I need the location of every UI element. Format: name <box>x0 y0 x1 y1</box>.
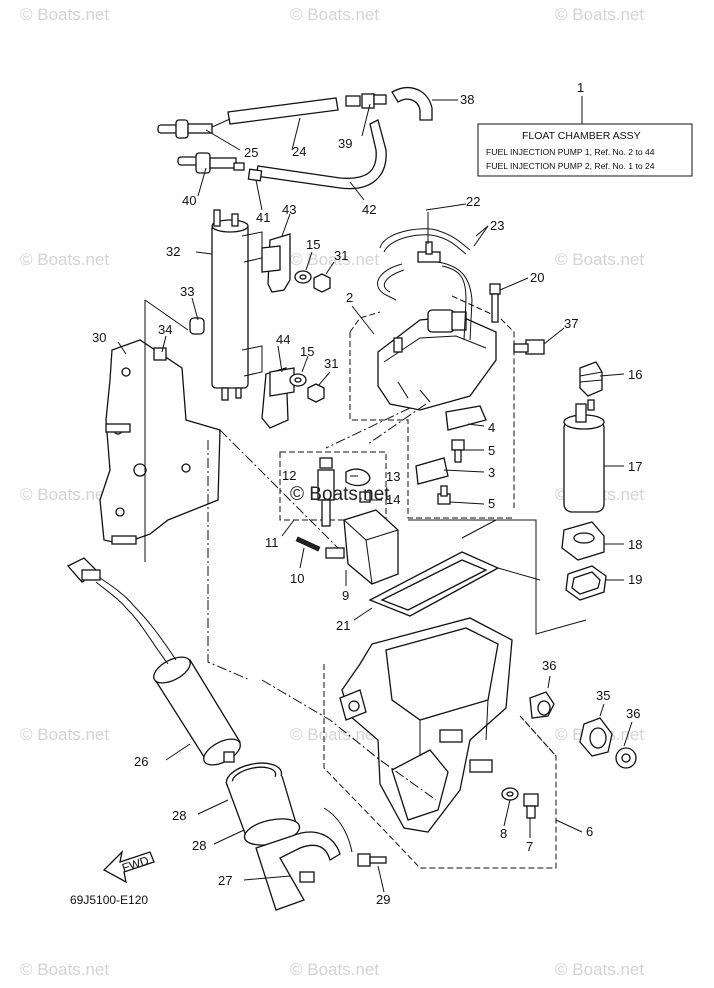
callout-10: 10 <box>290 571 304 586</box>
low-pressure-pump <box>66 557 241 766</box>
watermark: © Boats.net <box>290 960 379 979</box>
callout-14: 14 <box>386 492 400 507</box>
fuel-filter <box>211 209 263 401</box>
callout-9: 9 <box>342 588 349 603</box>
callout-22: 22 <box>466 194 480 209</box>
callout-12: 12 <box>282 468 296 483</box>
gasket <box>368 551 500 617</box>
watermark: © Boats.net <box>20 5 109 24</box>
center-watermark: © Boats.net <box>290 484 390 505</box>
callout-27: 27 <box>218 873 232 888</box>
callout-15: 15 <box>306 237 320 252</box>
callout-16: 16 <box>628 367 642 382</box>
callout-26: 26 <box>134 754 148 769</box>
injector-group <box>279 451 387 527</box>
callout-28: 28 <box>192 838 206 853</box>
forward-arrow: FWD <box>102 850 155 884</box>
plugs <box>529 691 637 769</box>
filter-brackets <box>261 233 295 429</box>
callout-17: 17 <box>628 459 642 474</box>
small-hardware <box>189 270 331 403</box>
watermark: © Boats.net <box>555 5 644 24</box>
assembly-reference: 1 FLOAT CHAMBER ASSY FUEL INJECTION PUMP… <box>477 80 693 177</box>
watermark: © Boats.net <box>555 250 644 269</box>
callout-36: 36 <box>542 658 556 673</box>
float-chamber <box>323 617 557 869</box>
callout-5: 5 <box>488 496 495 511</box>
callout-23: 23 <box>490 218 504 233</box>
callout-7: 7 <box>526 839 533 854</box>
bolt-and-sensor <box>489 283 545 355</box>
callout-38: 38 <box>460 92 474 107</box>
watermark: © Boats.net <box>20 485 109 504</box>
fwd-label: FWD <box>120 853 151 875</box>
drain-screw <box>501 787 539 819</box>
callout-18: 18 <box>628 537 642 552</box>
callouts: 2 3 4 5 5 6 7 8 9 10 11 12 13 14 15 15 1… <box>92 92 642 907</box>
callout-44: 44 <box>276 332 290 347</box>
callout-11: 11 <box>265 535 279 550</box>
callout-5: 5 <box>488 443 495 458</box>
callout-42: 42 <box>362 202 376 217</box>
fuel-lines-23 <box>377 212 473 341</box>
assembly-line-2: FUEL INJECTION PUMP 2, Ref. No. 1 to 24 <box>486 161 655 171</box>
callout-31: 31 <box>334 248 348 263</box>
drawing-code: 69J5100-E120 <box>70 893 148 907</box>
callout-30: 30 <box>92 330 106 345</box>
assembly-line-1: FUEL INJECTION PUMP 1, Ref. No. 2 to 44 <box>486 147 655 157</box>
assembly-title: FLOAT CHAMBER ASSY <box>522 130 641 142</box>
callout-31: 31 <box>324 356 338 371</box>
callout-24: 24 <box>292 144 306 159</box>
callout-32: 32 <box>166 244 180 259</box>
fuel-hoses-top <box>157 87 433 190</box>
callout-35: 35 <box>596 688 610 703</box>
callout-34: 34 <box>158 322 172 337</box>
callout-19: 19 <box>628 572 642 587</box>
callout-37: 37 <box>564 316 578 331</box>
callout-2: 2 <box>346 290 353 305</box>
watermark: © Boats.net <box>290 5 379 24</box>
callout-39: 39 <box>338 136 352 151</box>
watermark: © Boats.net <box>20 250 109 269</box>
vapor-separator-cover <box>349 295 515 519</box>
retainers <box>415 405 487 505</box>
watermarks: © Boats.net © Boats.net © Boats.net © Bo… <box>20 5 644 979</box>
watermark: © Boats.net <box>20 725 109 744</box>
callout-28: 28 <box>172 808 186 823</box>
callout-13: 13 <box>386 469 400 484</box>
callout-15: 15 <box>300 344 314 359</box>
routing-lines <box>207 403 587 801</box>
pump-bracket <box>225 762 387 911</box>
watermark: © Boats.net <box>555 960 644 979</box>
pressure-regulator <box>295 509 399 585</box>
watermark: © Boats.net <box>20 960 109 979</box>
callout-36: 36 <box>626 706 640 721</box>
callout-4: 4 <box>488 420 495 435</box>
callout-25: 25 <box>244 145 258 160</box>
callout-21: 21 <box>336 618 350 633</box>
callout-1: 1 <box>577 80 584 95</box>
electric-fuel-pump <box>561 361 607 601</box>
callout-6: 6 <box>586 824 593 839</box>
callout-40: 40 <box>182 193 196 208</box>
callout-33: 33 <box>180 284 194 299</box>
callout-43: 43 <box>282 202 296 217</box>
mounting-plate <box>99 299 221 562</box>
leader-lines <box>117 99 633 893</box>
watermark: © Boats.net <box>290 250 379 269</box>
callout-3: 3 <box>488 465 495 480</box>
callout-8: 8 <box>500 826 507 841</box>
callout-29: 29 <box>376 892 390 907</box>
callout-41: 41 <box>256 210 270 225</box>
watermark: © Boats.net <box>290 725 379 744</box>
callout-20: 20 <box>530 270 544 285</box>
